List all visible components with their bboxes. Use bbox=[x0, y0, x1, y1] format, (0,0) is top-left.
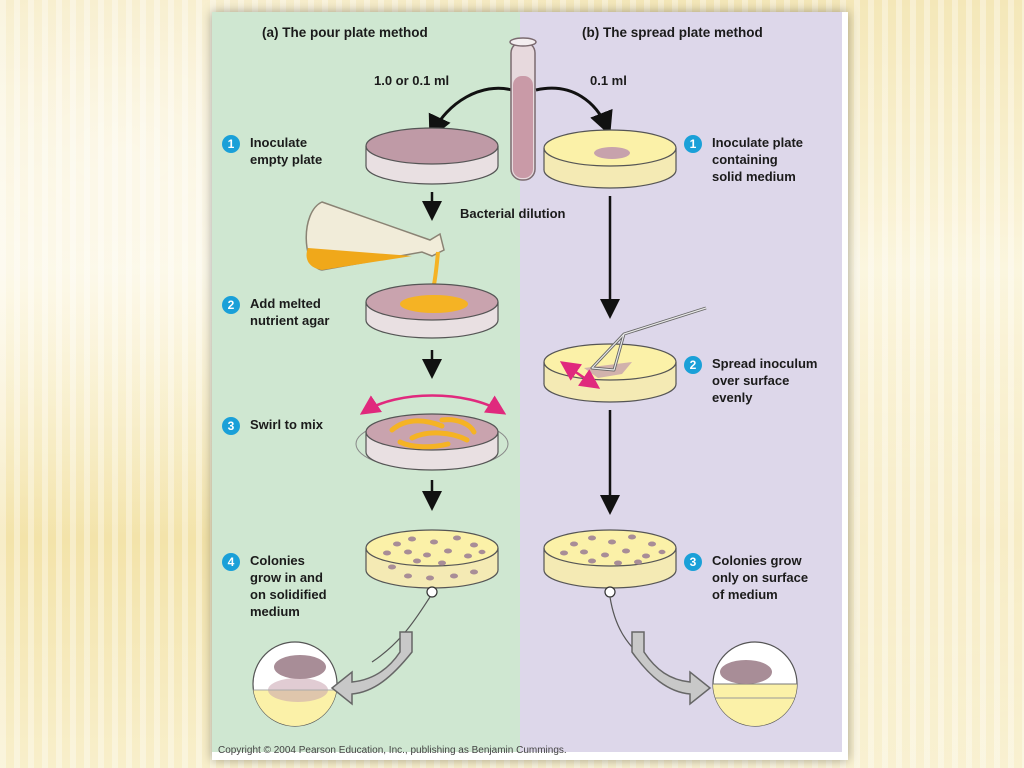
pour-magnify-line bbox=[371, 596, 431, 663]
spread-plate-3 bbox=[543, 529, 677, 598]
pour-plate-4 bbox=[365, 529, 499, 598]
spread-step-1-label: Inoculate plate containing solid medium bbox=[712, 135, 804, 184]
pour-step-1-badge: 1 bbox=[222, 135, 240, 153]
pour-step-1-label: Inoculate empty plate bbox=[250, 135, 323, 167]
spread-volume-label: 0.1 ml bbox=[590, 73, 627, 88]
pour-step-4-badge: 4 bbox=[222, 553, 240, 571]
spread-plate-1 bbox=[543, 129, 677, 189]
pour-transfer-arrow bbox=[428, 86, 513, 140]
spread-transfer-arrow bbox=[535, 86, 613, 136]
diagram-panel: (a) The pour plate method (b) The spread… bbox=[212, 12, 848, 760]
bacterial-dilution-label: Bacterial dilution bbox=[460, 206, 566, 221]
spread-magnified-view bbox=[712, 641, 798, 727]
spread-method-title: (b) The spread plate method bbox=[582, 25, 763, 40]
pour-volume-label: 1.0 or 0.1 ml bbox=[374, 73, 450, 88]
spread-gray-arrow bbox=[631, 631, 712, 706]
diagram-drawing bbox=[252, 37, 798, 727]
pour-method-title: (a) The pour plate method bbox=[262, 25, 428, 40]
pour-step-2-label: Add melted nutrient agar bbox=[250, 296, 330, 328]
swirl-arrow bbox=[359, 394, 507, 415]
test-tube bbox=[509, 37, 537, 181]
pour-step-4-label: Colonies grow in and on solidified mediu… bbox=[250, 553, 327, 619]
spread-step-1-badge: 1 bbox=[684, 135, 702, 153]
spread-step-2-badge: 2 bbox=[684, 356, 702, 374]
pour-step-3-label: Swirl to mix bbox=[250, 417, 323, 432]
pour-gray-arrow bbox=[330, 631, 413, 706]
pour-plate-1 bbox=[365, 127, 499, 185]
pour-step-3-badge: 3 bbox=[222, 417, 240, 435]
spread-step-2-label: Spread inoculum over surface evenly bbox=[712, 356, 818, 405]
pour-magnified-view bbox=[252, 641, 338, 727]
copyright-notice: Copyright © 2004 Pearson Education, Inc.… bbox=[218, 745, 567, 756]
pour-plate-2 bbox=[365, 283, 499, 339]
spread-step-3-badge: 3 bbox=[684, 553, 702, 571]
pour-step-2-badge: 2 bbox=[222, 296, 240, 314]
spread-motion-arrow bbox=[559, 361, 601, 389]
spread-step-3-label: Colonies grow only on surface of medium bbox=[712, 553, 809, 602]
spread-plate-2 bbox=[543, 306, 707, 403]
pour-plate-3 bbox=[355, 394, 509, 471]
